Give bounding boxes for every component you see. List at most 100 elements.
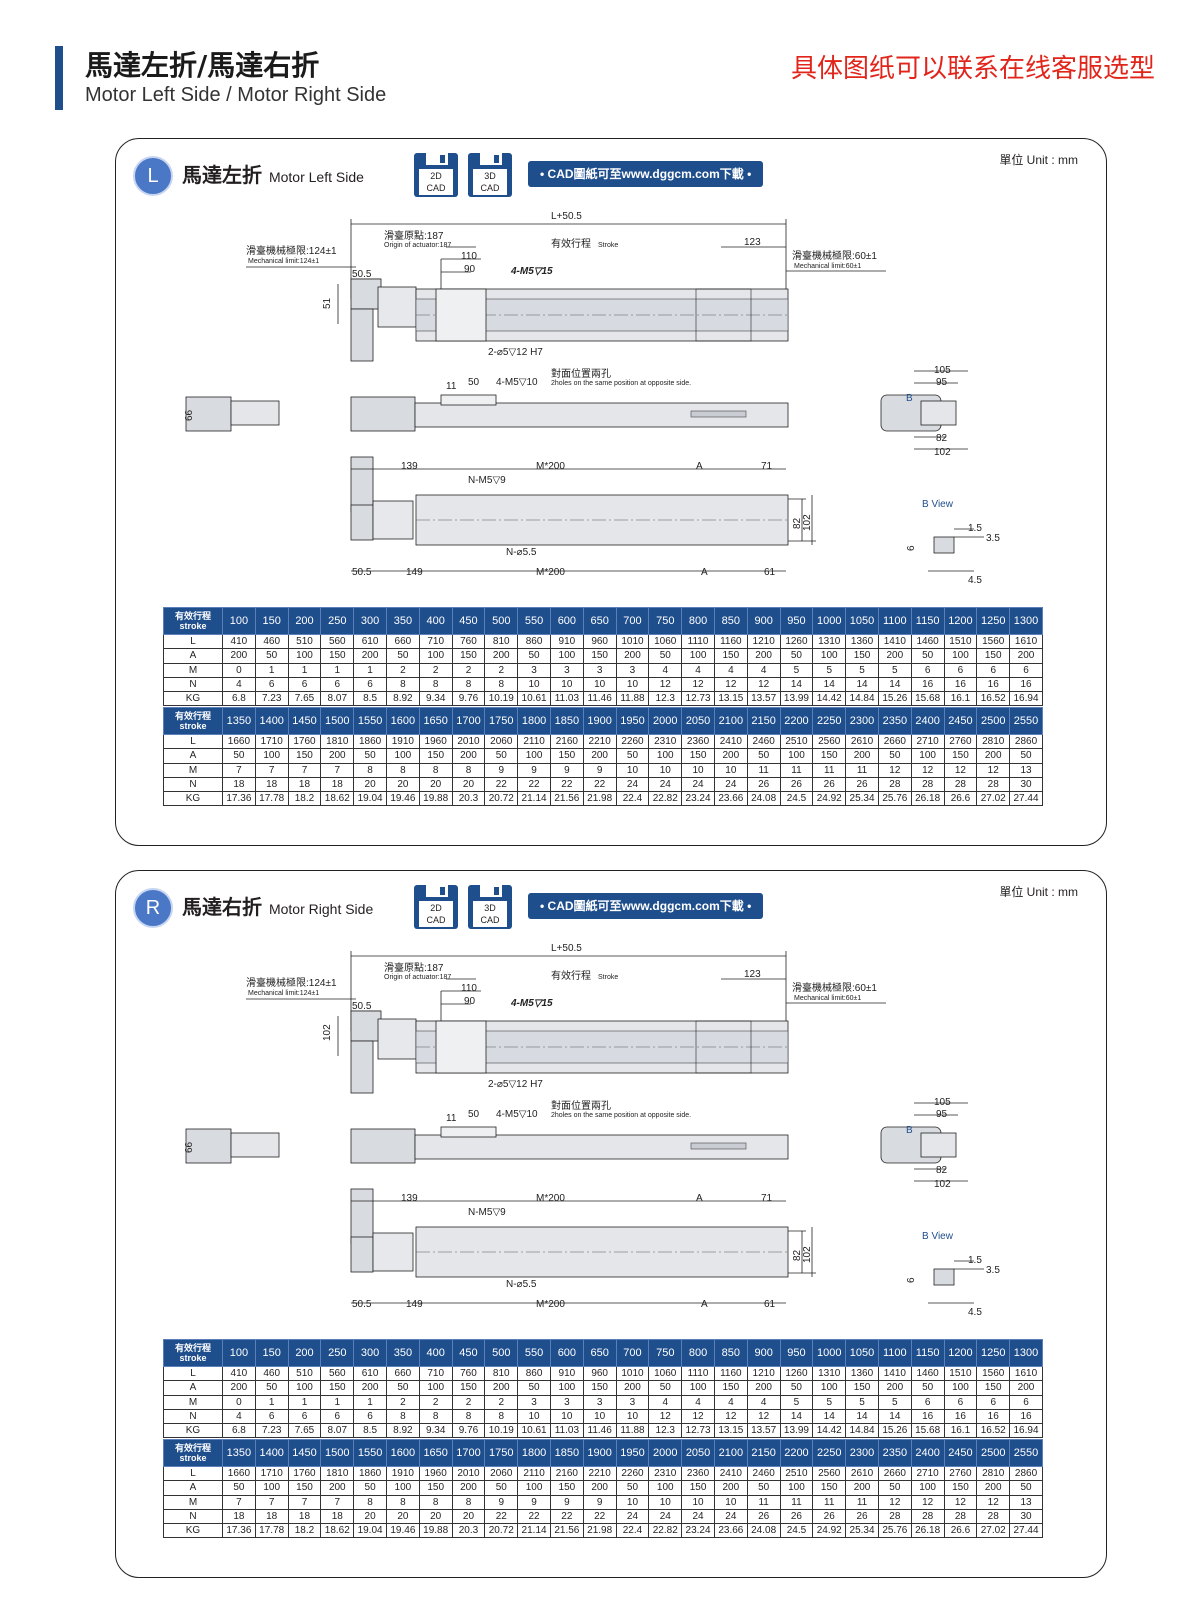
stroke-cell: 1050 [845, 607, 879, 635]
table-cell: 200 [222, 648, 256, 664]
table-cell: 100 [254, 748, 289, 764]
table-cell: 4 [648, 1394, 683, 1410]
table-cell: 5 [812, 662, 847, 678]
table-cell: 150 [812, 1480, 847, 1496]
table-cell: 27.02 [976, 791, 1011, 807]
stroke-cell: 1800 [517, 707, 551, 735]
dim-a-top: A [696, 461, 703, 472]
table-cell: 200 [746, 1380, 781, 1396]
dim-n-m5-9: N-M5▽9 [468, 475, 506, 486]
table-cell: 10 [713, 1494, 748, 1510]
dim-50-5: 50.5 [352, 269, 372, 280]
stroke-cell: 1600 [385, 1439, 420, 1467]
table-cell: 12 [681, 1408, 715, 1425]
table-cell: 1810 [320, 1465, 355, 1482]
table-cell: 150 [320, 1380, 355, 1396]
table-cell: 50 [648, 648, 683, 664]
table-cell: 1210 [746, 633, 781, 650]
cad-download-link[interactable]: • CAD圖紙可至www.dggcm.com下載 • [528, 893, 764, 919]
table-cell: 25.76 [877, 1523, 912, 1539]
dim-50: 50 [468, 377, 480, 388]
table-cell: 26 [812, 1508, 847, 1525]
side-badge: L [133, 156, 173, 196]
stroke-cell: 2150 [746, 707, 781, 735]
stroke-cell: 500 [484, 1339, 519, 1367]
stroke-cell: 1850 [549, 1439, 584, 1467]
table-cell: 200 [582, 1480, 617, 1496]
stroke-header-cn: 有效行程 [174, 1343, 211, 1353]
cad-download-link[interactable]: • CAD圖紙可至www.dggcm.com下載 • [528, 161, 764, 187]
stroke-header-cn: 有效行程 [174, 611, 211, 621]
table-cell: 200 [451, 748, 486, 764]
table-cell: 13 [1009, 762, 1043, 778]
table-cell: 1760 [287, 733, 322, 750]
table-cell: 26 [779, 776, 814, 793]
table-cell: 26.6 [943, 791, 978, 807]
table-cell: 2410 [713, 733, 748, 750]
dim-11: 11 [446, 381, 457, 392]
table-cell: 22 [484, 776, 519, 793]
table-cell: 20 [353, 776, 387, 793]
stroke-cell: 400 [418, 1339, 453, 1367]
table-cell: 21.98 [582, 1523, 617, 1539]
table-cell: 5 [877, 662, 912, 678]
table-cell: 22.4 [615, 1523, 650, 1539]
table-cell: 12 [877, 1494, 912, 1510]
stroke-cell: 1800 [517, 1439, 551, 1467]
table-cell: 4 [746, 1394, 781, 1410]
table-cell: 2060 [484, 733, 519, 750]
stroke-cell: 1600 [385, 707, 420, 735]
table-cell: 100 [648, 1480, 683, 1496]
table-cell: 1960 [418, 733, 453, 750]
table-cell: 11.03 [549, 691, 584, 707]
table-cell: 12.73 [681, 691, 715, 707]
stroke-cell: 1900 [582, 1439, 617, 1467]
table-cell: 27.02 [976, 1523, 1011, 1539]
table-cell: 14.84 [845, 1423, 879, 1439]
table-cell: 1460 [910, 1365, 945, 1382]
table-cell: 2710 [910, 733, 945, 750]
stroke-cell: 1900 [582, 707, 617, 735]
dim-82-bottom: 82 [792, 1249, 803, 1261]
table-cell: 6 [320, 676, 355, 693]
stroke-cell: 800 [681, 1339, 715, 1367]
table-cell: 150 [582, 648, 617, 664]
table-cell: 8 [451, 1494, 486, 1510]
table-cell: 2260 [615, 1465, 650, 1482]
dim-6: 6 [906, 545, 917, 551]
dim-90: 90 [464, 996, 476, 1007]
table-cell: 18.2 [287, 791, 322, 807]
table-cell: 6 [910, 1394, 945, 1410]
table-cell: 18 [320, 1508, 355, 1525]
row-label: A [163, 1480, 223, 1496]
page-header: 馬達左折/馬達右折 Motor Left Side / Motor Right … [55, 44, 1155, 112]
table-cell: 50 [779, 1380, 814, 1396]
dim-opposite-cn: 對面位置兩孔 [551, 367, 611, 380]
stroke-header-en: stroke [179, 621, 207, 631]
dim-mech124-cn: 滑臺機械極限:124±1 [246, 244, 337, 257]
table-cell: 150 [418, 1480, 453, 1496]
stroke-cell: 2100 [713, 1439, 748, 1467]
table-cell: 7 [254, 1494, 289, 1510]
stroke-cell: 2450 [943, 1439, 978, 1467]
table-cell: 8 [385, 762, 420, 778]
table-cell: 12 [910, 762, 945, 778]
table-cell: 3 [549, 662, 584, 678]
table-cell: 200 [877, 648, 912, 664]
table-cell: 8 [418, 676, 453, 693]
technical-drawing: L+50.5 滑臺原點:187 Origin of actuator:187 有… [184, 211, 1000, 586]
table-cell: 2110 [517, 733, 551, 750]
dim-hole-m5-10: 4-M5▽10 [496, 377, 538, 388]
table-cell: 100 [779, 748, 814, 764]
table-cell: 15.26 [877, 691, 912, 707]
table-cell: 4 [746, 662, 781, 678]
table-cell: 9.76 [451, 691, 486, 707]
table-cell: 100 [812, 1380, 847, 1396]
